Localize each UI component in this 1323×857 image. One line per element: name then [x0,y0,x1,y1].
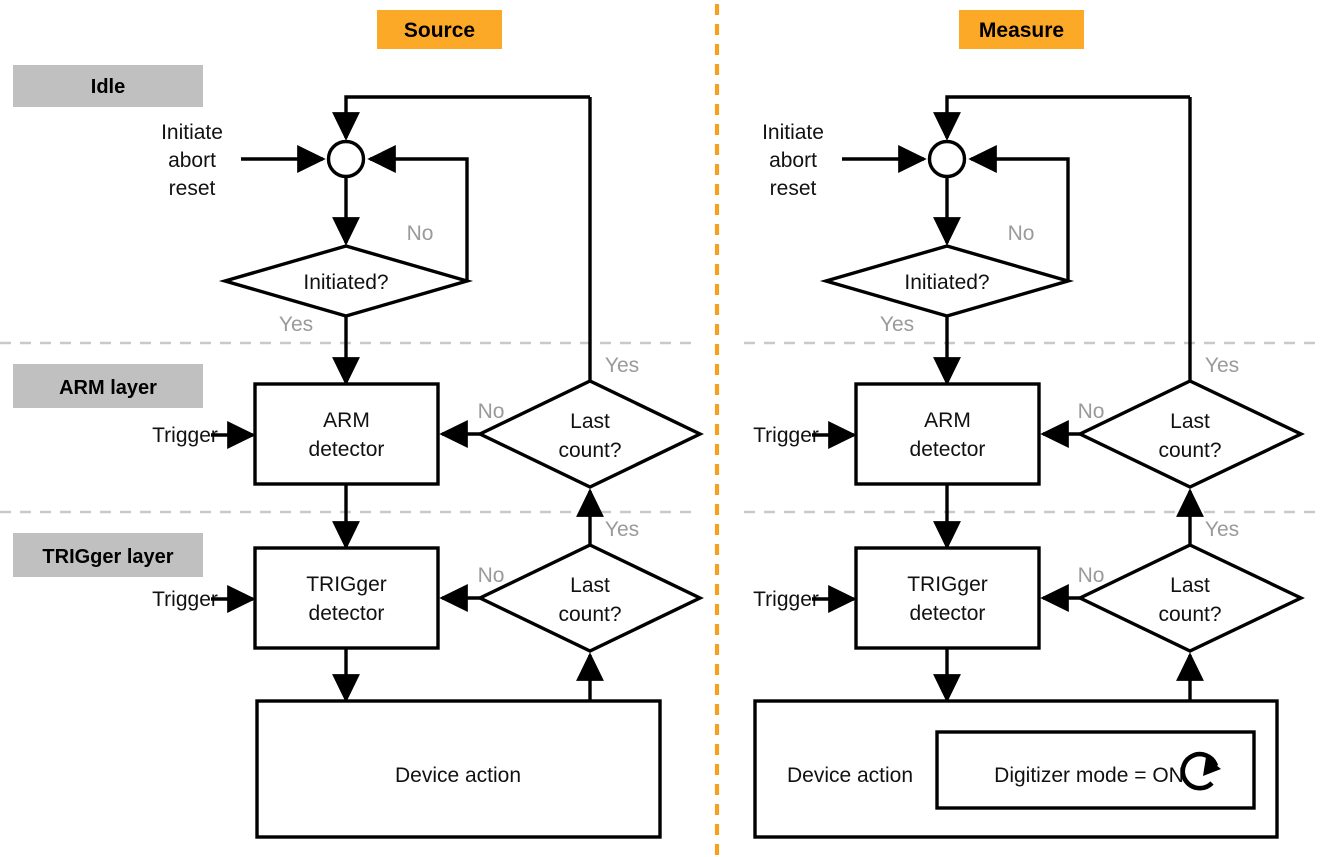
measure-initiated-yes-label: Yes [880,313,914,336]
loop-arrow-icon [1180,751,1221,791]
source-trig-lastcount-no-label: No [478,564,505,587]
measure-device-action-label: Device action [787,764,913,787]
source-trigger-detector-box [253,546,440,650]
source-arm-detector-label-1: ARM [323,409,370,432]
header-source-label: Source [404,19,475,42]
source-trig-lastcount-diamond [476,543,704,653]
source-junction-circle [326,139,366,179]
measure-trig-lastcount-label-1: Last [1170,574,1210,597]
layer-label-idle-text: Idle [91,76,125,98]
measure-trig-trigger-label: Trigger [753,588,819,611]
source-device-action-box [255,699,662,839]
measure-trigger-detector-label-1: TRIGger [907,573,988,596]
layer-label-arm-text: ARM layer [59,377,157,399]
measure-trig-lastcount-no-label: No [1078,564,1105,587]
measure-initiated-label: Initiated? [904,271,989,294]
svg-text:abort: abort [168,149,216,172]
source-initiated-no-label: No [407,222,434,245]
header-source: Source [377,10,502,49]
source-arm-trigger-label: Trigger [152,424,218,447]
measure-trig-lastcount-yes-label: Yes [1205,518,1239,541]
layer-label-idle: Idle [13,65,203,107]
source-arm-lastcount-yes-label: Yes [605,354,639,377]
measure-arm-trigger-label: Trigger [753,424,819,447]
measure-trig-lastcount-diamond [1076,543,1305,653]
source-trigger-detector-label-1: TRIGger [306,573,387,596]
measure-initiated-no-path [968,145,1070,281]
source-device-action-label: Device action [395,764,521,787]
measure-trigger-detector-label-2: detector [910,602,986,625]
measure-arm-detector-label-1: ARM [924,409,971,432]
measure-yes-return-path [933,95,1190,141]
layer-label-arm: ARM layer [13,364,203,408]
digitizer-mode-label: Digitizer mode = ON [994,764,1184,787]
measure-arm-detector-label-2: detector [910,438,986,461]
measure-arm-lastcount-label-2: count? [1158,439,1221,462]
source-arm-lastcount-label-1: Last [570,410,610,433]
source-trig-lastcount-yes-label: Yes [605,518,639,541]
source-initiated-yes-label: Yes [279,313,313,336]
source-idle-input-label: Initiate abort reset [161,121,223,200]
layer-label-trigger: TRIGger layer [13,533,203,577]
source-trig-lastcount-label-1: Last [570,574,610,597]
source-arm-lastcount-no-label: No [478,400,505,423]
source-arm-detector-label-2: detector [309,438,385,461]
measure-initiated-no-label: No [1008,222,1035,245]
digitizer-mode-box [935,730,1256,810]
layer-label-trigger-text: TRIGger layer [42,546,173,568]
measure-arm-detector-box [854,382,1041,486]
measure-idle-input-label: Initiate abort reset [762,121,824,200]
measure-trigger-detector-box [854,546,1041,650]
source-initiated-no-path [367,145,469,281]
svg-text:reset: reset [770,177,817,200]
measure-arm-lastcount-yes-label: Yes [1205,354,1239,377]
source-trig-lastcount-label-2: count? [558,603,621,626]
measure-arm-lastcount-diamond [1076,379,1305,489]
source-arm-detector-box [253,382,440,486]
source-yes-return-path [332,95,590,141]
source-arm-lastcount-label-2: count? [558,439,621,462]
measure-junction-circle [927,139,967,179]
source-trigger-detector-label-2: detector [309,602,385,625]
svg-text:Initiate: Initiate [161,121,223,144]
measure-arm-lastcount-no-label: No [1078,400,1105,423]
source-initiated-label: Initiated? [303,271,388,294]
measure-arm-lastcount-label-1: Last [1170,410,1210,433]
header-measure-label: Measure [979,19,1064,42]
source-trig-trigger-label: Trigger [152,588,218,611]
source-arm-lastcount-diamond [476,379,704,489]
measure-trig-lastcount-label-2: count? [1158,603,1221,626]
header-measure: Measure [959,10,1084,49]
svg-text:Initiate: Initiate [762,121,824,144]
svg-text:abort: abort [769,149,817,172]
svg-text:reset: reset [169,177,216,200]
